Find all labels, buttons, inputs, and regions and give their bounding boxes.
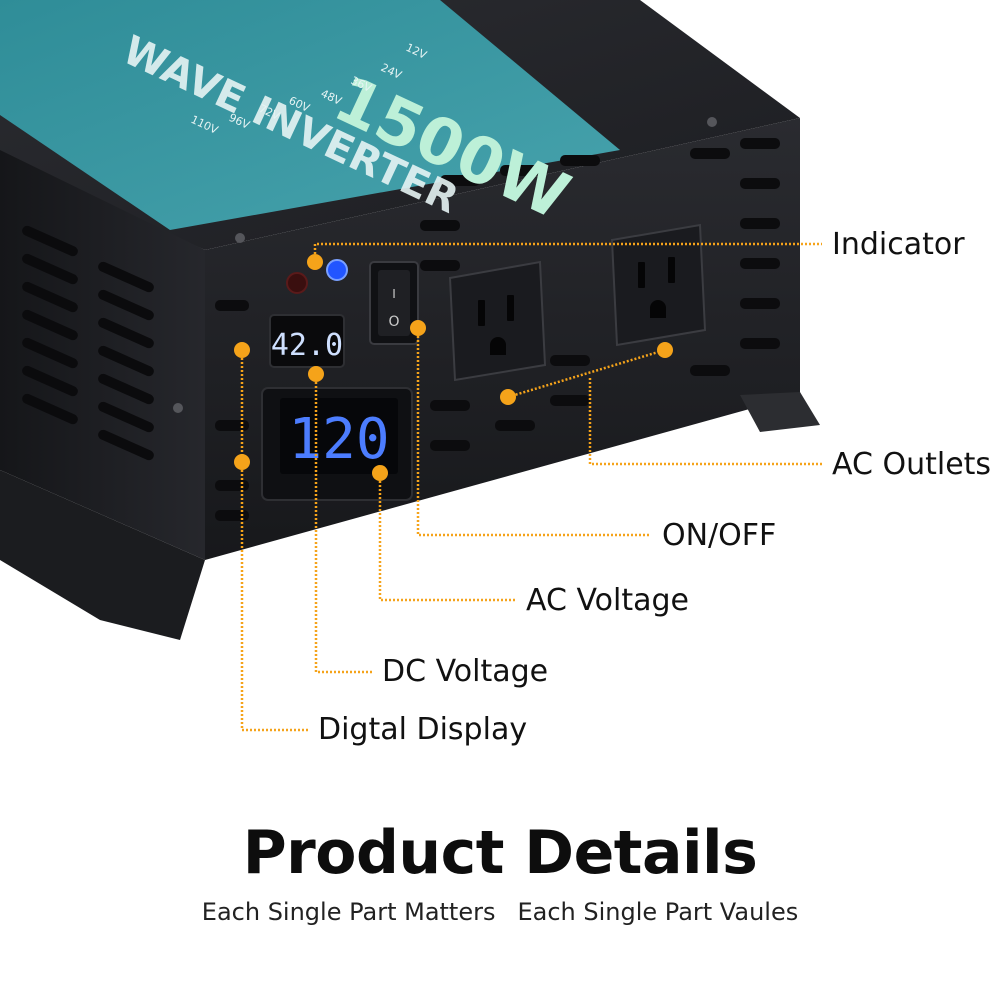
- side-foot: [0, 470, 205, 640]
- ac-display-readout: 120: [288, 407, 389, 472]
- tagline-right: Each Single Part Vaules: [517, 898, 799, 926]
- banner-panel: [0, 0, 620, 230]
- page-title: Product Details: [242, 818, 758, 888]
- side-vents: [22, 225, 154, 461]
- callout-dots: [234, 254, 673, 481]
- dc-display-bezel: [269, 314, 345, 368]
- callout-ac-outlets: AC Outlets: [832, 447, 992, 482]
- callout-dc-voltage: DC Voltage: [382, 654, 549, 689]
- screw: [173, 403, 183, 413]
- red-indicator-led: [286, 272, 308, 294]
- callout-indicator: Indicator: [832, 227, 965, 262]
- front-foot: [740, 392, 820, 432]
- switch-on-mark: I: [392, 287, 396, 301]
- switch-off-mark: O: [388, 314, 399, 330]
- screw: [707, 117, 717, 127]
- tagline: Each Single Part Matters Each Single Part…: [0, 898, 1000, 926]
- front-vents: [215, 138, 780, 521]
- tagline-left: Each Single Part Matters: [201, 898, 496, 926]
- callout-ac-voltage: AC Voltage: [526, 583, 690, 618]
- callout-digital-display: Digtal Display: [318, 712, 528, 747]
- dc-display-readout: 42.0: [271, 328, 343, 363]
- blue-indicator-led: [326, 259, 348, 281]
- ac-outlet-right[interactable]: [610, 223, 707, 347]
- ac-display-screen: [280, 398, 398, 474]
- screw: [235, 233, 245, 243]
- callout-on-off: ON/OFF: [662, 518, 777, 553]
- ac-outlet-left[interactable]: [448, 260, 547, 382]
